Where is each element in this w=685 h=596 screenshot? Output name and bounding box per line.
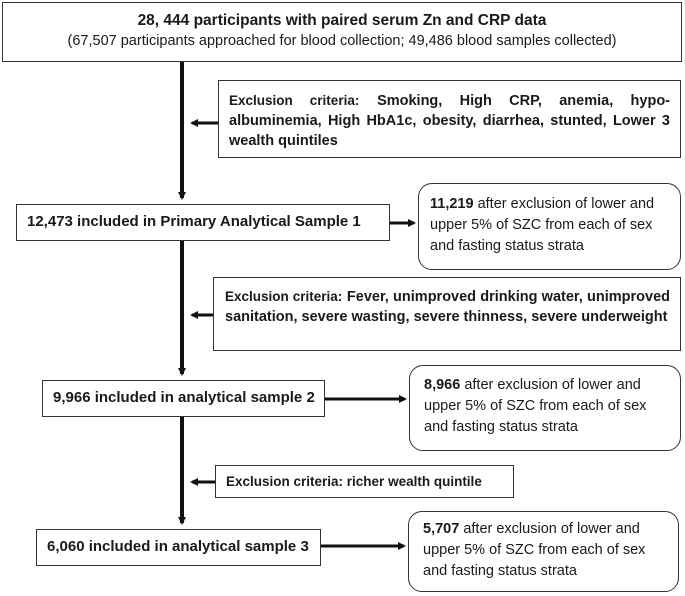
exclusion1-box: Exclusion criteria: Smoking, High CRP, a… [218,80,681,158]
result2-box: 8,966 after exclusion of lower and upper… [409,365,681,451]
exclusion2-label: Exclusion criteria: [225,289,343,304]
sample2-box: 9,966 included in analytical sample 2 [42,380,325,417]
sample3-box: 6,060 included in analytical sample 3 [36,529,321,566]
result3-text: after exclusion of lower and upper 5% of… [423,521,646,579]
exclusion1-label: Exclusion criteria: [229,93,360,108]
participants-box: 28, 444 participants with paired serum Z… [2,2,682,62]
result3-count: 5,707 [423,521,460,537]
sample1-label: 12,473 included in Primary Analytical Sa… [27,213,361,230]
exclusion3-box: Exclusion criteria: richer wealth quinti… [215,465,514,498]
result2-text: after exclusion of lower and upper 5% of… [424,377,647,435]
sample3-label: 6,060 included in analytical sample 3 [47,538,309,555]
participants-subtitle: (67,507 participants approached for bloo… [67,33,617,49]
result1-text: after exclusion of lower and upper 5% of… [430,196,655,254]
result3-box: 5,707 after exclusion of lower and upper… [408,511,679,592]
exclusion1-criteria: Smoking, High CRP, anemia, hypo-albumine… [229,93,671,149]
result1-box: 11,219 after exclusion of lower and uppe… [418,183,681,270]
result2-count: 8,966 [424,377,461,393]
sample1-box: 12,473 included in Primary Analytical Sa… [16,204,390,241]
exclusion2-criteria: Fever, unimproved drinking water, unimpr… [225,289,671,325]
exclusion3-label: Exclusion criteria: richer wealth quinti… [226,474,482,489]
result1-count: 11,219 [430,196,474,212]
sample2-label: 9,966 included in analytical sample 2 [53,389,315,406]
participants-title: 28, 444 participants with paired serum Z… [137,12,547,29]
exclusion2-box: Exclusion criteria: Fever, unimproved dr… [213,277,681,351]
